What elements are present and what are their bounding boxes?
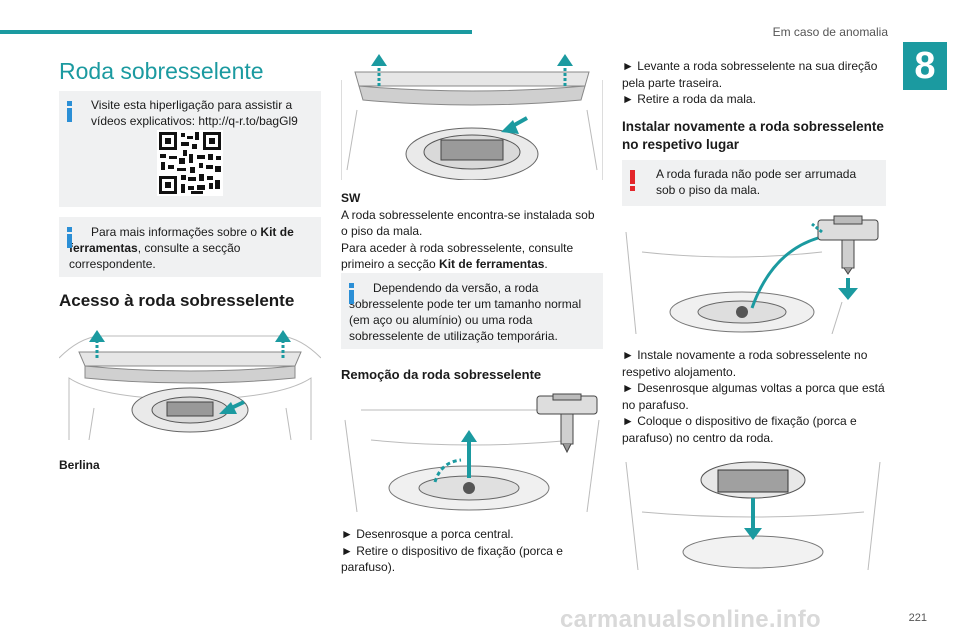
tools-text-post: , consulte a secção correspondente. [69, 241, 241, 271]
tools-text-pre: Para mais informações sobre o [91, 225, 261, 239]
lift-step-1: ► Levante a roda sobresselente na sua di… [622, 59, 878, 90]
tools-info-text: Para mais informações sobre o Kit de fer… [59, 217, 321, 272]
watermark: carmanualsonline.info [560, 606, 822, 633]
info-icon [349, 283, 355, 305]
page-title: Roda sobresselente [59, 58, 264, 84]
nut-bolt-icon [817, 215, 879, 275]
warning-text: A roda furada não pode ser arrumada sob … [656, 167, 857, 197]
version-info-box: Dependendo da versão, a roda sobresselen… [341, 273, 603, 349]
warning-box: A roda furada não pode ser arrumada sob … [622, 160, 886, 206]
lift-steps: ► Levante a roda sobresselente na sua di… [622, 58, 886, 108]
nut-bolt-icon [536, 393, 598, 454]
removal-step-1: ► Desenrosque a porca central. [341, 527, 514, 541]
sw-line2: Para aceder à roda sobresselente, consul… [341, 240, 603, 273]
sw-line1: A roda sobresselente encontra-se instala… [341, 207, 595, 239]
sw-line2-pre: Para aceder à roda sobresselente, consul… [341, 240, 574, 272]
video-info-text: Visite esta hiperligação para assistir a… [91, 98, 298, 128]
version-info-text: Dependendo da versão, a roda sobresselen… [349, 281, 582, 343]
removal-step-2: ► Retire o dispositivo de fixação (porca… [341, 543, 563, 575]
fixing-illustration [622, 452, 884, 570]
qr-code-icon[interactable] [157, 130, 223, 196]
header-bar [0, 30, 472, 34]
install-step-2: ► Desenrosque algumas voltas a porca que… [622, 381, 885, 412]
video-info-box: Visite esta hiperligação para assistir a… [59, 91, 321, 207]
removal-heading: Remoção da roda sobresselente [341, 367, 542, 382]
sw-tools-link: Kit de ferramentas [439, 257, 545, 271]
install-step-3: ► Coloque o dispositivo de fixação (porc… [622, 414, 857, 445]
removal-steps: ► Desenrosque a porca central. ► Retire … [341, 526, 603, 576]
install-heading: Instalar novamente a roda sobresselente … [622, 119, 884, 152]
access-heading: Acesso à roda sobresselente [59, 291, 295, 310]
install-step-1: ► Instale novamente a roda sobresselente… [622, 348, 868, 379]
chapter-badge: 8 [903, 42, 947, 90]
page-number: 221 [908, 612, 927, 624]
install-illustration [622, 212, 884, 334]
lift-step-2: ► Retire a roda da mala. [622, 92, 756, 106]
tools-link-text: Kit de ferramentas [69, 225, 294, 255]
info-icon [67, 227, 73, 249]
sw-section: SW A roda sobresselente encontra-se inst… [341, 190, 603, 273]
sw-trunk-illustration [341, 50, 603, 180]
berlina-trunk-illustration [59, 318, 321, 440]
info-icon [67, 101, 73, 123]
removal-illustration [341, 390, 603, 512]
berlina-label: Berlina [59, 458, 100, 472]
section-header: Em caso de anomalia [772, 25, 888, 39]
tools-info-box: Para mais informações sobre o Kit de fer… [59, 217, 321, 277]
warning-icon [630, 170, 636, 192]
sw-label: SW [341, 191, 361, 205]
install-steps: ► Instale novamente a roda sobresselente… [622, 347, 886, 446]
sw-line2-post: . [544, 257, 548, 271]
